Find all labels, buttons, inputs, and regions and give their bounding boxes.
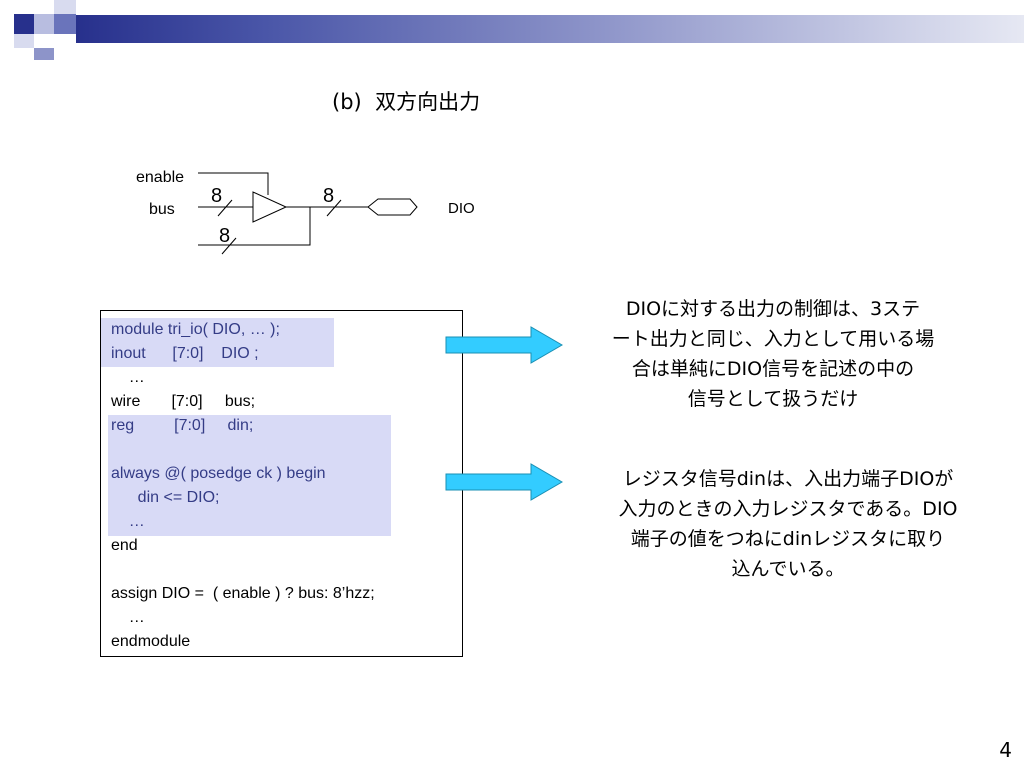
header-square-4 — [54, 14, 76, 34]
code-line-5: reg [7:0] din; — [111, 417, 254, 434]
header-gradient-bar — [76, 15, 1024, 43]
slide-title: (b) 双方向出力 — [332, 90, 481, 114]
enable-label: enable — [136, 169, 184, 186]
code-line-2: inout [7:0] DIO ; — [111, 345, 259, 362]
width-slash-feedback — [221, 237, 237, 255]
note-2-line-2: 入力のときの入力レジスタである。DIO — [618, 498, 958, 520]
bus-label: bus — [149, 201, 175, 218]
header-square-6 — [34, 34, 54, 48]
note-1-line-4: 信号として扱うだけ — [687, 388, 859, 410]
arrow-right-1 — [445, 326, 563, 364]
note-1-line-1: DIOに対する出力の制御は、3ステ — [625, 298, 921, 320]
dio-port-symbol — [367, 198, 418, 216]
note-2-line-1: レジスタ信号dinは、入出力端子DIOが — [622, 468, 954, 490]
code-line-10: end — [111, 537, 138, 554]
width-slash-bus — [217, 199, 233, 217]
note-2-line-3: 端子の値をつねにdinレジスタに取り — [630, 528, 946, 550]
code-line-9: … — [111, 513, 145, 530]
note-1-line-3: 合は単純にDIO信号を記述の中の — [631, 358, 915, 380]
highlight-reg-always — [108, 415, 391, 536]
code-line-14: endmodule — [111, 633, 191, 650]
note-din-register: レジスタ信号dinは、入出力端子DIOが 入力のときの入力レジスタである。DIO… — [568, 464, 1008, 584]
header-square-7 — [34, 48, 54, 60]
code-line-3: … — [111, 369, 145, 386]
code-line-4: wire [7:0] bus; — [111, 393, 256, 410]
dio-label: DIO — [448, 200, 475, 217]
arrow-right-2 — [445, 463, 563, 501]
tristate-diagram: enable bus DIO 8 8 8 — [136, 169, 475, 255]
header-square-1 — [14, 14, 34, 34]
code-line-1: module tri_io( DIO, … ); — [111, 321, 280, 338]
header-square-5 — [14, 34, 34, 48]
header-square-2 — [34, 14, 54, 34]
feedback-wire — [198, 207, 311, 246]
enable-wire — [198, 172, 269, 195]
width-slash-out — [326, 199, 342, 217]
code-line-13: … — [111, 609, 145, 626]
note-dio-control: DIOに対する出力の制御は、3ステ ート出力と同じ、入力として用いる場 合は単純… — [568, 294, 978, 414]
code-line-8: din <= DIO; — [111, 489, 220, 506]
highlight-module-inout — [101, 318, 334, 367]
code-line-7: always @( posedge ck ) begin — [111, 465, 326, 482]
code-line-12: assign DIO = ( enable ) ? bus: 8’hzz; — [111, 585, 375, 602]
buffer-symbol — [252, 191, 288, 223]
page-number: 4 — [999, 738, 1012, 762]
width-label-out: 8 — [323, 185, 334, 207]
header-square-3 — [54, 0, 76, 14]
width-label-bus: 8 — [211, 185, 222, 207]
note-2-line-4: 込んでいる。 — [731, 558, 845, 580]
note-1-line-2: ート出力と同じ、入力として用いる場 — [611, 328, 935, 350]
width-label-feedback: 8 — [219, 225, 230, 247]
